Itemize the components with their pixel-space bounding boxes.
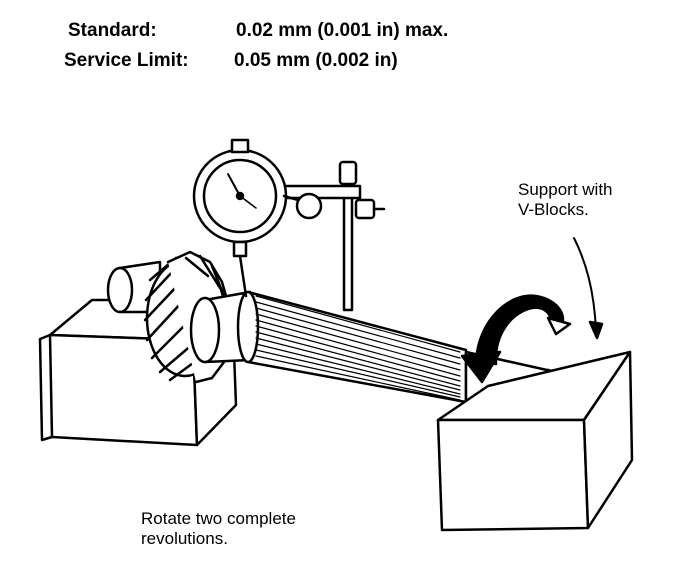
dial-indicator	[192, 138, 323, 298]
rotate-instruction: Rotate two complete revolutions.	[141, 509, 296, 549]
service-limit-label: Service Limit:	[64, 50, 189, 71]
spec-standard: Standard: 0.02 mm (0.001 in) max.	[68, 20, 588, 46]
splined-shaft	[236, 290, 468, 404]
standard-label: Standard:	[68, 20, 157, 41]
rotate-instruction-line2: revolutions.	[141, 529, 228, 548]
left-shaft-end	[106, 260, 162, 314]
support-v-blocks-callout: Support with V-Blocks.	[518, 180, 613, 220]
standard-value: 0.02 mm (0.001 in) max.	[236, 20, 449, 41]
service-limit-value: 0.05 mm (0.002 in)	[234, 50, 398, 71]
rotation-arrow-icon	[460, 294, 572, 384]
indicator-stand	[270, 160, 386, 312]
support-leader-line	[573, 237, 597, 331]
right-v-block	[436, 350, 634, 532]
support-callout-line1: Support with	[518, 180, 613, 199]
support-callout-line2: V-Blocks.	[518, 200, 589, 219]
rotate-instruction-line1: Rotate two complete	[141, 509, 296, 528]
spec-service-limit: Service Limit: 0.05 mm (0.002 in)	[64, 50, 584, 76]
